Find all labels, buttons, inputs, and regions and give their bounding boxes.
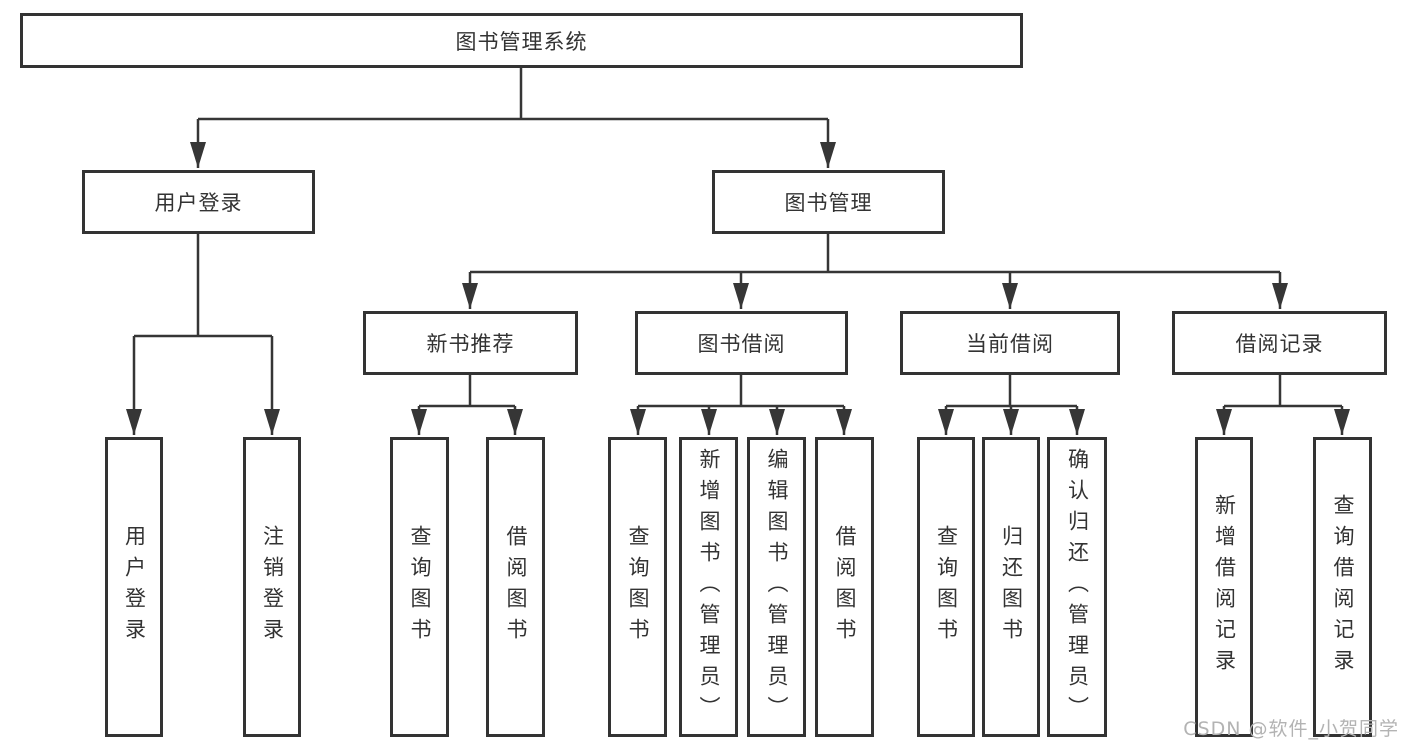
leaf-borrowing-edit-books-admin: 编辑图书（管理员）: [747, 437, 806, 737]
leaf-logout: 注销登录: [243, 437, 301, 737]
leaf-borrowing-borrow-books-label: 借阅图书: [833, 525, 857, 649]
leaf-newbooks-borrow-books: 借阅图书: [486, 437, 545, 737]
leaf-user-login-label: 用户登录: [122, 525, 147, 649]
leaf-records-add-borrow-record-label: 新增借阅记录: [1212, 494, 1237, 680]
leaf-borrowing-borrow-books: 借阅图书: [815, 437, 874, 737]
leaf-borrowing-query-books-label: 查询图书: [626, 525, 650, 649]
leaf-current-confirm-return-admin: 确认归还（管理员）: [1047, 437, 1107, 737]
node-book-management-branch: 图书管理: [712, 170, 945, 234]
leaf-current-query-books-label: 查询图书: [934, 525, 959, 649]
leaf-current-return-books-label: 归还图书: [999, 525, 1024, 649]
leaf-current-return-books: 归还图书: [982, 437, 1040, 737]
leaf-newbooks-query-books: 查询图书: [390, 437, 449, 737]
node-user-login-branch: 用户登录: [82, 170, 315, 234]
leaf-records-add-borrow-record: 新增借阅记录: [1195, 437, 1253, 737]
node-book-borrowing: 图书借阅: [635, 311, 848, 375]
leaf-newbooks-borrow-books-label: 借阅图书: [504, 525, 528, 649]
leaf-logout-label: 注销登录: [260, 525, 285, 649]
leaf-newbooks-query-books-label: 查询图书: [408, 525, 432, 649]
leaf-current-query-books: 查询图书: [917, 437, 975, 737]
leaf-borrowing-add-books-admin-label: 新增图书（管理员）: [697, 447, 721, 727]
leaf-borrowing-edit-books-admin-label: 编辑图书（管理员）: [765, 447, 789, 727]
leaf-borrowing-query-books: 查询图书: [608, 437, 667, 737]
node-current-borrowing: 当前借阅: [900, 311, 1120, 375]
leaf-records-query-borrow-record-label: 查询借阅记录: [1331, 494, 1355, 680]
csdn-watermark: CSDN @软件_小贺同学: [1183, 718, 1399, 740]
connector-group: [126, 68, 1350, 435]
leaf-user-login: 用户登录: [105, 437, 163, 737]
leaf-current-confirm-return-admin-label: 确认归还（管理员）: [1065, 447, 1090, 727]
leaf-borrowing-add-books-admin: 新增图书（管理员）: [679, 437, 738, 737]
node-new-book-recommend: 新书推荐: [363, 311, 578, 375]
node-library-management-system: 图书管理系统: [20, 13, 1023, 68]
leaf-records-query-borrow-record: 查询借阅记录: [1313, 437, 1372, 737]
node-borrow-records: 借阅记录: [1172, 311, 1387, 375]
